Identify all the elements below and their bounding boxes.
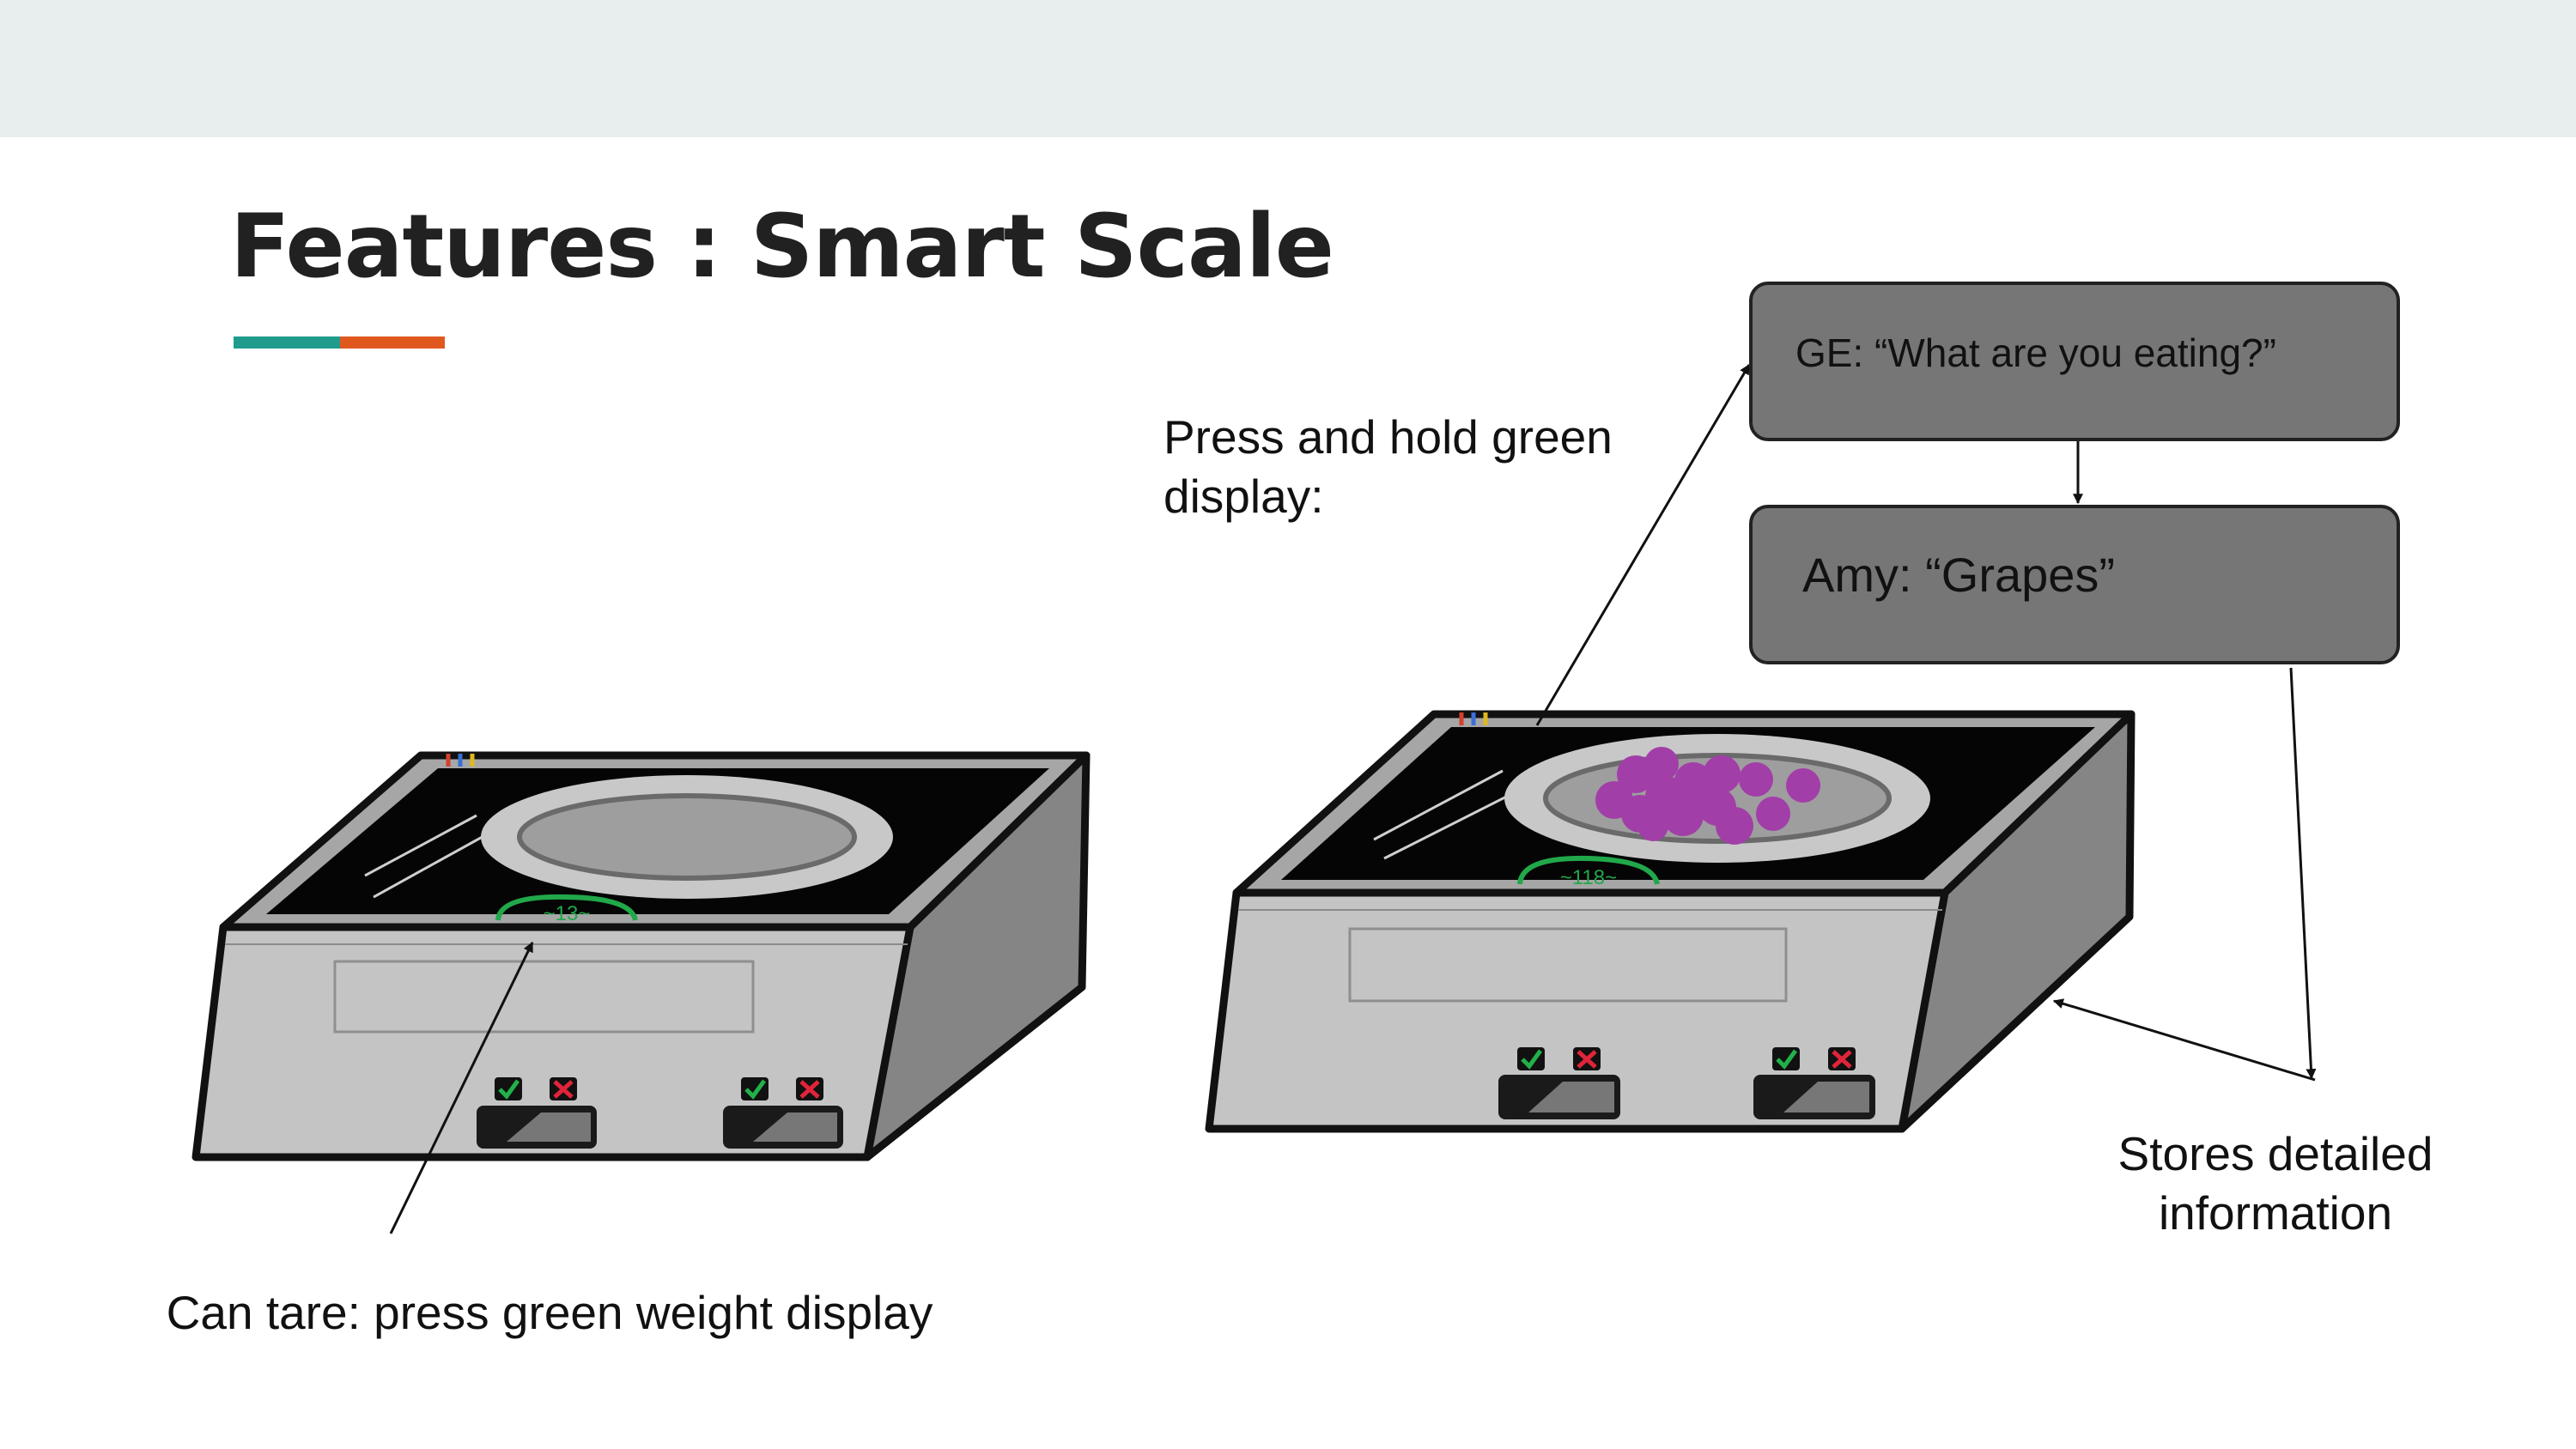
front-label-area — [1348, 927, 1788, 1003]
scale-button-left[interactable] — [1498, 1047, 1620, 1119]
display-digits: ~118~ — [1560, 866, 1617, 889]
scale-button-left[interactable] — [477, 1077, 597, 1149]
scale-right: ~118~ — [1205, 710, 2136, 1133]
check-icon — [1772, 1047, 1800, 1070]
front-label-area — [333, 960, 755, 1034]
header-band — [0, 0, 2576, 137]
stores-arrow — [2289, 667, 2317, 1080]
glare-line — [364, 814, 477, 877]
scale-left: ~13~ — [191, 751, 1091, 1161]
check-icon — [495, 1077, 522, 1100]
stores-caption: Stores detailed information — [2117, 1127, 2433, 1240]
cross-icon — [1828, 1047, 1856, 1070]
press-hold-arrow — [1535, 363, 1751, 726]
question-bubble: GE: “What are you eating?” — [1749, 282, 2400, 441]
glare-line — [1373, 769, 1504, 841]
scale-plate-inner — [517, 793, 857, 881]
grapes-icon — [1595, 747, 1820, 845]
answer-bubble: Amy: “Grapes” — [1749, 505, 2400, 664]
check-icon — [1517, 1047, 1545, 1070]
cross-icon — [550, 1077, 577, 1100]
green-weight-display[interactable] — [1517, 855, 1660, 885]
display-digits: ~13~ — [544, 902, 591, 925]
page-title: Features : Smart Scale — [230, 196, 1334, 298]
title-accent-orange — [340, 336, 445, 349]
press-hold-caption: Press and hold green display: — [1163, 410, 1613, 523]
cross-icon — [796, 1077, 823, 1100]
scale-button-right[interactable] — [1753, 1047, 1875, 1119]
check-icon — [741, 1077, 769, 1100]
glare-line — [373, 824, 503, 899]
stores-to-scale-arrow — [2052, 998, 2316, 1082]
tare-caption: Can tare: press green weight display — [166, 1286, 933, 1339]
tare-arrow — [389, 941, 534, 1234]
title-accent-teal — [234, 336, 340, 349]
cross-icon — [1573, 1047, 1601, 1070]
green-weight-display[interactable] — [495, 894, 638, 921]
scale-button-right[interactable] — [723, 1077, 843, 1149]
